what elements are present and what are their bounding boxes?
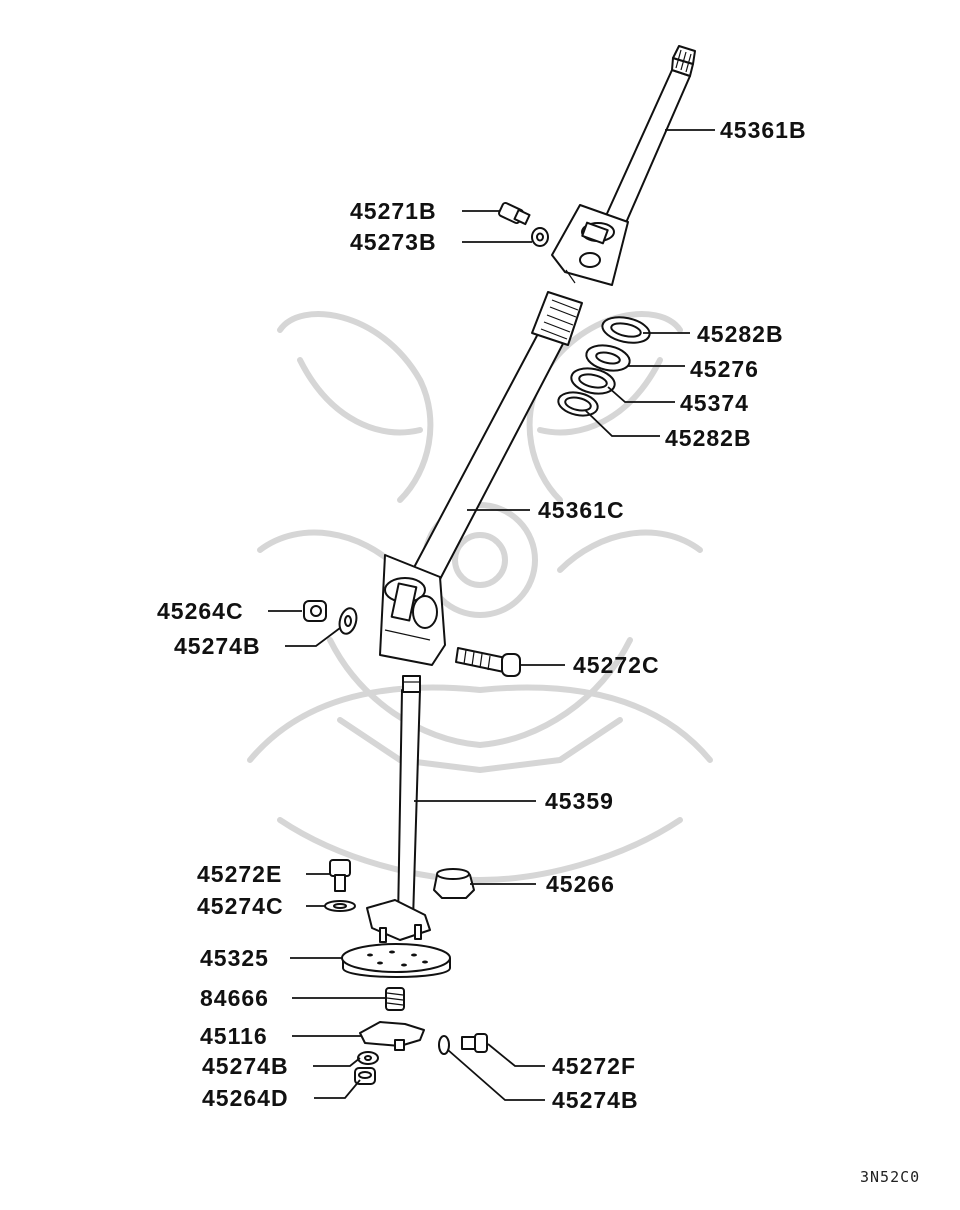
label-45274b-upper: 45274B bbox=[174, 633, 261, 659]
washer-45274b-lower-right bbox=[438, 1035, 450, 1055]
label-45282b-upper: 45282B bbox=[697, 321, 784, 347]
label-45266: 45266 bbox=[546, 871, 615, 897]
label-45374: 45374 bbox=[680, 390, 749, 416]
label-45282b-lower: 45282B bbox=[665, 425, 752, 451]
label-45273b: 45273B bbox=[350, 229, 437, 255]
label-45264c: 45264C bbox=[157, 598, 244, 624]
label-45274b-lower-left: 45274B bbox=[202, 1053, 289, 1079]
nut-45264c bbox=[303, 600, 327, 622]
watermark-logo bbox=[247, 311, 713, 883]
label-45272f: 45272F bbox=[552, 1053, 636, 1079]
label-45276: 45276 bbox=[690, 356, 759, 382]
bolt-45272c bbox=[455, 647, 521, 677]
boot-45266 bbox=[433, 868, 475, 899]
diagram-code: 3N52C0 bbox=[860, 1168, 920, 1186]
label-45325: 45325 bbox=[200, 945, 269, 971]
washer-45273b bbox=[531, 227, 549, 247]
label-45274b-lower-right: 45274B bbox=[552, 1087, 639, 1113]
washer-45274b-lower-left bbox=[357, 1051, 379, 1065]
label-45274c: 45274C bbox=[197, 893, 284, 919]
label-45264d: 45264D bbox=[202, 1085, 289, 1111]
bolt-45271b bbox=[498, 201, 531, 226]
ring-45374 bbox=[570, 367, 616, 395]
label-45272c: 45272C bbox=[573, 652, 660, 678]
snap-ring-45282b-lower bbox=[557, 391, 599, 417]
snap-ring-45282b-upper bbox=[601, 316, 651, 344]
bracket-45116 bbox=[359, 1021, 425, 1051]
label-84666: 84666 bbox=[200, 985, 269, 1011]
part-labels: 45361B 45271B 45273B 45282B 45276 45374 … bbox=[157, 117, 920, 1186]
label-45359: 45359 bbox=[545, 788, 614, 814]
label-45361b: 45361B bbox=[720, 117, 807, 143]
label-45361c: 45361C bbox=[538, 497, 625, 523]
washer-45274b-upper bbox=[338, 607, 358, 635]
upper-shaft-45361b bbox=[551, 45, 696, 286]
label-45116: 45116 bbox=[200, 1023, 268, 1049]
plate-45325 bbox=[341, 943, 451, 978]
lower-shaft-45361c bbox=[379, 291, 583, 666]
shaft-45359 bbox=[366, 675, 431, 943]
bolt-45272f bbox=[461, 1033, 488, 1053]
bolt-45272e bbox=[329, 859, 351, 892]
bearing-45276 bbox=[585, 344, 631, 372]
label-45271b: 45271B bbox=[350, 198, 437, 224]
leader-lines bbox=[268, 129, 715, 1101]
label-45272e: 45272E bbox=[197, 861, 282, 887]
washer-45274c bbox=[324, 900, 356, 912]
spring-84666 bbox=[385, 987, 405, 1011]
